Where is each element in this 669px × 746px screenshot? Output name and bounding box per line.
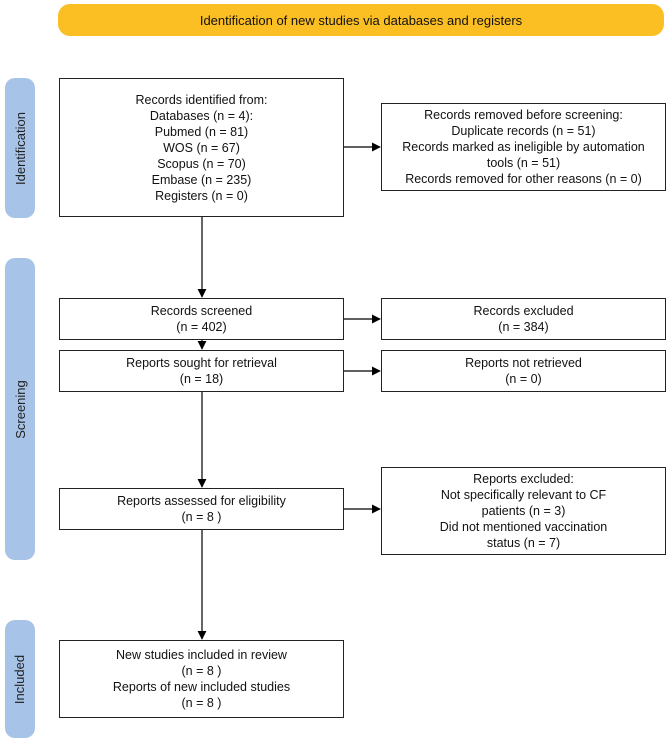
records-identified-line: Databases (n = 4): [149, 108, 254, 123]
reports-assessed-line: (n = 8 ) [181, 510, 222, 524]
flow-header-text: Identification of new studies via databa… [199, 12, 523, 28]
records-identified-line: WOS (n = 67) [163, 140, 240, 155]
records-removed-line: tools (n = 51) [486, 156, 561, 170]
reports-excluded-line: Not specifically relevant to CF [440, 488, 607, 502]
records-excluded-box: Records excluded (n = 384) [381, 298, 666, 340]
stage-identification: Identification [5, 78, 35, 218]
records-removed-line: Duplicate records (n = 51) [451, 124, 596, 138]
records-removed-line: Records removed for other reasons (n = 0… [405, 172, 642, 186]
reports-assessed-line: Reports assessed for eligibility [117, 494, 286, 508]
reports-excluded-line: status (n = 7) [486, 536, 561, 550]
records-removed-line: Records removed before screening: [424, 108, 623, 122]
reports-excluded-line: Did not mentioned vaccination [439, 520, 608, 534]
reports-excluded-box: Reports excluded: Not specifically relev… [381, 467, 666, 555]
records-identified-line: Records identified from: [135, 92, 268, 107]
records-identified-line: Scopus (n = 70) [157, 156, 246, 171]
flow-header: Identification of new studies via databa… [58, 4, 664, 36]
records-removed-line: Records marked as ineligible by automati… [402, 140, 645, 154]
studies-included-line: (n = 8 ) [181, 696, 222, 710]
records-excluded-line: Records excluded [473, 304, 574, 318]
reports-sought-box: Reports sought for retrieval (n = 18) [59, 350, 344, 392]
records-screened-line: Records screened [150, 304, 253, 318]
studies-included-line: Reports of new included studies [112, 680, 291, 694]
reports-sought-line: (n = 18) [179, 372, 224, 386]
reports-excluded-line: patients (n = 3) [481, 504, 566, 518]
records-excluded-line: (n = 384) [498, 320, 549, 334]
studies-included-line: (n = 8 ) [181, 664, 222, 678]
records-screened-line: (n = 402) [176, 320, 227, 334]
reports-not-retrieved-line: Reports not retrieved [465, 356, 582, 370]
studies-included-box: New studies included in review (n = 8 ) … [59, 640, 344, 718]
stage-screening: Screening [5, 258, 35, 560]
reports-assessed-box: Reports assessed for eligibility (n = 8 … [59, 488, 344, 530]
studies-included-line: New studies included in review [116, 648, 287, 662]
stage-included: Included [5, 620, 35, 738]
records-screened-box: Records screened (n = 402) [59, 298, 344, 340]
records-removed-box: Records removed before screening: Duplic… [381, 103, 666, 191]
records-identified-box: Records identified from: Databases (n = … [59, 78, 344, 217]
reports-sought-line: Reports sought for retrieval [126, 356, 277, 370]
records-identified-line: Registers (n = 0) [155, 188, 248, 203]
reports-not-retrieved-line: (n = 0) [505, 372, 542, 386]
reports-excluded-line: Reports excluded: [473, 472, 574, 486]
records-identified-line: Embase (n = 235) [151, 172, 252, 187]
records-identified-line: Pubmed (n = 81) [154, 124, 249, 139]
reports-not-retrieved-box: Reports not retrieved (n = 0) [381, 350, 666, 392]
